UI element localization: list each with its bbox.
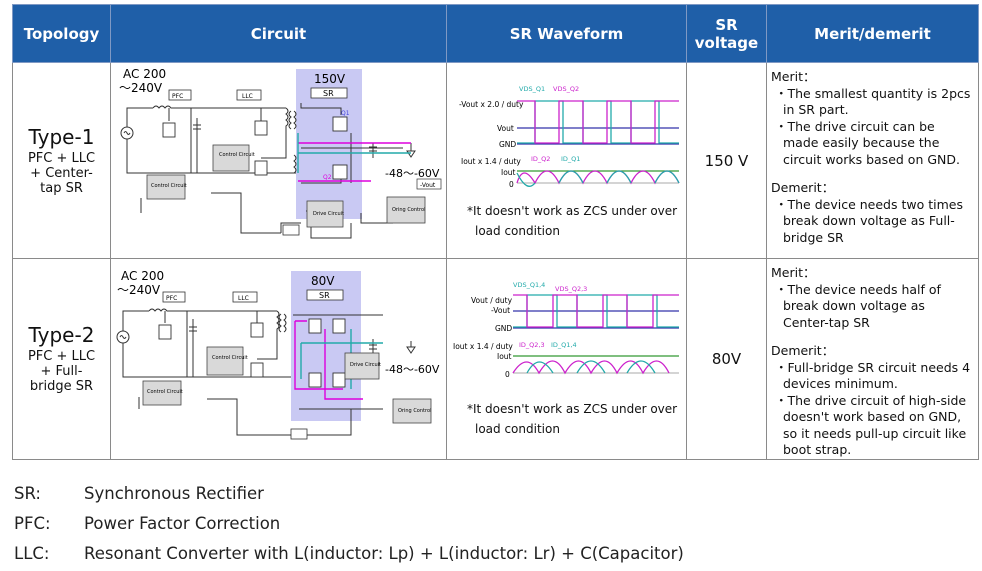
ac-label: AC 200 bbox=[121, 269, 164, 283]
llc-tag: LLC bbox=[238, 295, 249, 302]
legend-pfc: PFC:Power Factor Correction bbox=[14, 514, 281, 533]
header-topology: Topology bbox=[12, 4, 111, 63]
wave-label-iout: Iout bbox=[497, 352, 512, 361]
drive-label: Drive Circuit bbox=[350, 362, 381, 368]
wave-label-zero: 0 bbox=[509, 180, 514, 189]
ac-label: AC 200 bbox=[123, 67, 166, 81]
wave-label-gnd: GND bbox=[495, 324, 512, 333]
oring-label: Oring Control bbox=[398, 408, 431, 414]
waveform-cell: Vout / duty -Vout GND Iout x 1.4 / duty … bbox=[446, 258, 687, 460]
circuit-cell: AC 200 ～240V PFC LLC 80V SR bbox=[110, 258, 447, 460]
leg-id1: ID_Q2,3 bbox=[519, 341, 545, 349]
waveform-note: *It doesn't work as ZCS under over load … bbox=[467, 402, 678, 436]
leg-vds1: VDS_Q1 bbox=[519, 85, 545, 93]
output-voltage-label: -48～-60V bbox=[385, 167, 440, 180]
sr-voltage-cell: 80V bbox=[686, 258, 767, 460]
drive-label: Drive Circuit bbox=[313, 211, 344, 217]
sr-tag: SR bbox=[323, 89, 334, 98]
header-circuit: Circuit bbox=[110, 4, 447, 63]
control-box-1 bbox=[212, 144, 250, 172]
control-box-1 bbox=[206, 346, 244, 376]
wave-label-vout-x: -Vout x 2.0 / duty bbox=[459, 100, 524, 109]
merit-cell: Merit： ・The device needs half of break d… bbox=[766, 258, 979, 460]
wave-label-vout: -Vout bbox=[491, 306, 510, 315]
control-label-2: Control Circuit bbox=[219, 152, 255, 158]
leg-vds2: VDS_Q2 bbox=[553, 85, 579, 93]
control-box-2 bbox=[142, 380, 182, 406]
ac-range-label: ～240V bbox=[119, 81, 163, 95]
header-merit: Merit/demerit bbox=[766, 4, 979, 63]
circuit-cell: AC 200 ～240V PFC LLC 150V SR bbox=[110, 62, 447, 259]
control-box-2 bbox=[146, 174, 186, 200]
header-waveform: SR Waveform bbox=[446, 4, 687, 63]
leg-id2: ID_Q1 bbox=[561, 155, 580, 163]
vout-tag: -Vout bbox=[420, 182, 436, 189]
waveform-plot-1: -Vout x 2.0 / duty Vout GND Iout x 1.4 /… bbox=[459, 85, 680, 189]
legend-sr: SR:Synchronous Rectifier bbox=[14, 484, 264, 503]
legend-llc: LLC:Resonant Converter with L(inductor: … bbox=[14, 544, 684, 563]
wave-label-vout-x: Vout / duty bbox=[471, 296, 513, 305]
wave-label-gnd: GND bbox=[499, 140, 516, 149]
waveform-plot-2: Vout / duty -Vout GND Iout x 1.4 / duty … bbox=[453, 281, 679, 379]
oring-box bbox=[392, 398, 432, 424]
oring-box bbox=[386, 196, 426, 224]
sr-voltage-cell: 150 V bbox=[686, 62, 767, 259]
llc-tag: LLC bbox=[242, 93, 253, 100]
wave-label-vout: Vout bbox=[497, 124, 514, 133]
control-label-1: Control Circuit bbox=[151, 183, 187, 189]
topology-cell: Type-2 PFC + LLC + Full- bridge SR bbox=[12, 258, 111, 460]
wave-label-iout-x: Iout x 1.4 / duty bbox=[461, 157, 521, 166]
q2-label: Q2 bbox=[323, 174, 332, 181]
type-label: Type-2 bbox=[28, 323, 95, 348]
topology-cell: Type-1 PFC + LLC + Center- tap SR bbox=[12, 62, 111, 259]
oring-label: Oring Control bbox=[392, 207, 425, 213]
drive-box bbox=[306, 200, 344, 228]
control-label-2: Control Circuit bbox=[212, 355, 248, 361]
row-type-2: Type-2 PFC + LLC + Full- bridge SR AC 20… bbox=[12, 258, 979, 460]
ac-range-label: ～240V bbox=[117, 283, 161, 297]
leg-id1: ID_Q2 bbox=[531, 155, 550, 163]
row-type-1: Type-1 PFC + LLC + Center- tap SR AC 200… bbox=[12, 62, 979, 259]
sr-voltage-label: 150V bbox=[314, 72, 346, 86]
leg-vds1: VDS_Q1,4 bbox=[513, 281, 545, 289]
pfc-tag: PFC bbox=[172, 93, 183, 100]
type-label: Type-1 bbox=[28, 125, 95, 149]
circuit-diagram-full-bridge: AC 200 ～240V PFC LLC 80V SR bbox=[116, 269, 440, 440]
circuit-diagram-center-tap: AC 200 ～240V PFC LLC 150V SR bbox=[119, 67, 442, 239]
leg-id2: ID_Q1,4 bbox=[551, 341, 577, 349]
q1-label: Q1 bbox=[341, 110, 350, 117]
waveform-note: *It doesn't work as ZCS under over load … bbox=[467, 204, 678, 238]
drive-box bbox=[344, 352, 380, 380]
wave-label-iout-x: Iout x 1.4 / duty bbox=[453, 342, 513, 351]
leg-vds2: VDS_Q2,3 bbox=[555, 285, 587, 293]
wave-label-zero: 0 bbox=[505, 370, 510, 379]
pfc-tag: PFC bbox=[166, 295, 177, 302]
waveform-cell: -Vout x 2.0 / duty Vout GND Iout x 1.4 /… bbox=[446, 62, 687, 259]
merit-cell: Merit： ・The smallest quantity is 2pcs in… bbox=[766, 62, 979, 259]
control-label-1: Control Circuit bbox=[147, 389, 183, 395]
sr-tag: SR bbox=[319, 291, 330, 300]
output-voltage-label: -48～-60V bbox=[385, 363, 440, 376]
sr-voltage-label: 80V bbox=[311, 274, 335, 288]
wave-label-iout: Iout bbox=[501, 168, 516, 177]
